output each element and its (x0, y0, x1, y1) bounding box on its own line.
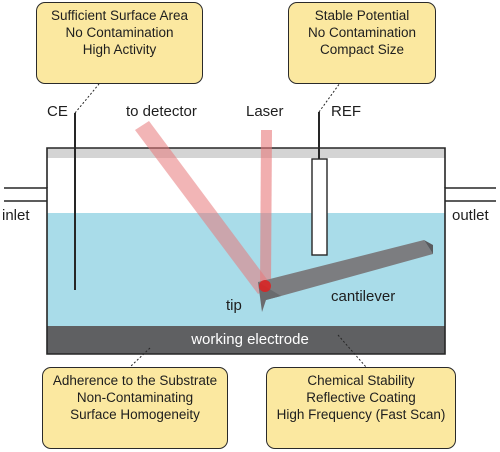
laser-spot (259, 280, 271, 292)
working-electrode (47, 326, 445, 354)
working-electrode-requirement-line: Adherence to the Substrate (52, 373, 218, 388)
laser-label: Laser (246, 103, 284, 120)
inlet-label: inlet (2, 207, 30, 224)
cantilever-requirement-line: High Frequency (Fast Scan) (276, 407, 446, 422)
working-electrode-requirement-line: Non-Contaminating (76, 390, 194, 405)
cantilever-label: cantilever (331, 288, 396, 305)
reference-electrode (311, 158, 328, 256)
to-detector-label: to detector (126, 103, 197, 120)
ce-requirements-box: Sufficient Surface Area No Contamination… (36, 2, 203, 84)
ref-requirement-line: Compact Size (319, 42, 405, 57)
outlet-label: outlet (452, 207, 489, 224)
ref-requirement-line: No Contamination (307, 25, 417, 40)
reflected-laser-beam (135, 121, 272, 294)
cell-top-outline (46, 147, 446, 188)
cell-body-outline (4, 187, 496, 355)
ref-requirements-box: Stable Potential No Contamination Compac… (288, 2, 436, 84)
cantilever-end (424, 240, 433, 254)
cell-lid (47, 148, 445, 158)
cantilever-requirement-line: Reflective Coating (306, 390, 416, 405)
ce-requirement-line: No Contamination (65, 25, 174, 40)
working-electrode-requirement-line: Surface Homogeneity (70, 407, 200, 422)
working-electrode-requirements-box: Adherence to the Substrate Non-Contamina… (42, 367, 228, 449)
working-electrode-label: working electrode (191, 331, 309, 348)
cantilever-requirements-box: Chemical Stability Reflective Coating Hi… (266, 367, 456, 449)
cantilever (258, 240, 433, 300)
leader-working-electrode (129, 347, 151, 368)
ce-requirement-line: Sufficient Surface Area (50, 8, 189, 23)
ce-label: CE (47, 103, 68, 120)
ref-label: REF (331, 103, 361, 120)
ce-requirement-line: High Activity (82, 42, 157, 57)
leader-ce (74, 83, 100, 114)
leader-ref (318, 82, 341, 113)
leader-cantilever (337, 334, 367, 368)
incident-laser-beam (260, 130, 272, 288)
ref-requirement-line: Stable Potential (314, 8, 410, 23)
tip-label: tip (226, 297, 242, 314)
cantilever-requirement-line: Chemical Stability (307, 373, 415, 388)
